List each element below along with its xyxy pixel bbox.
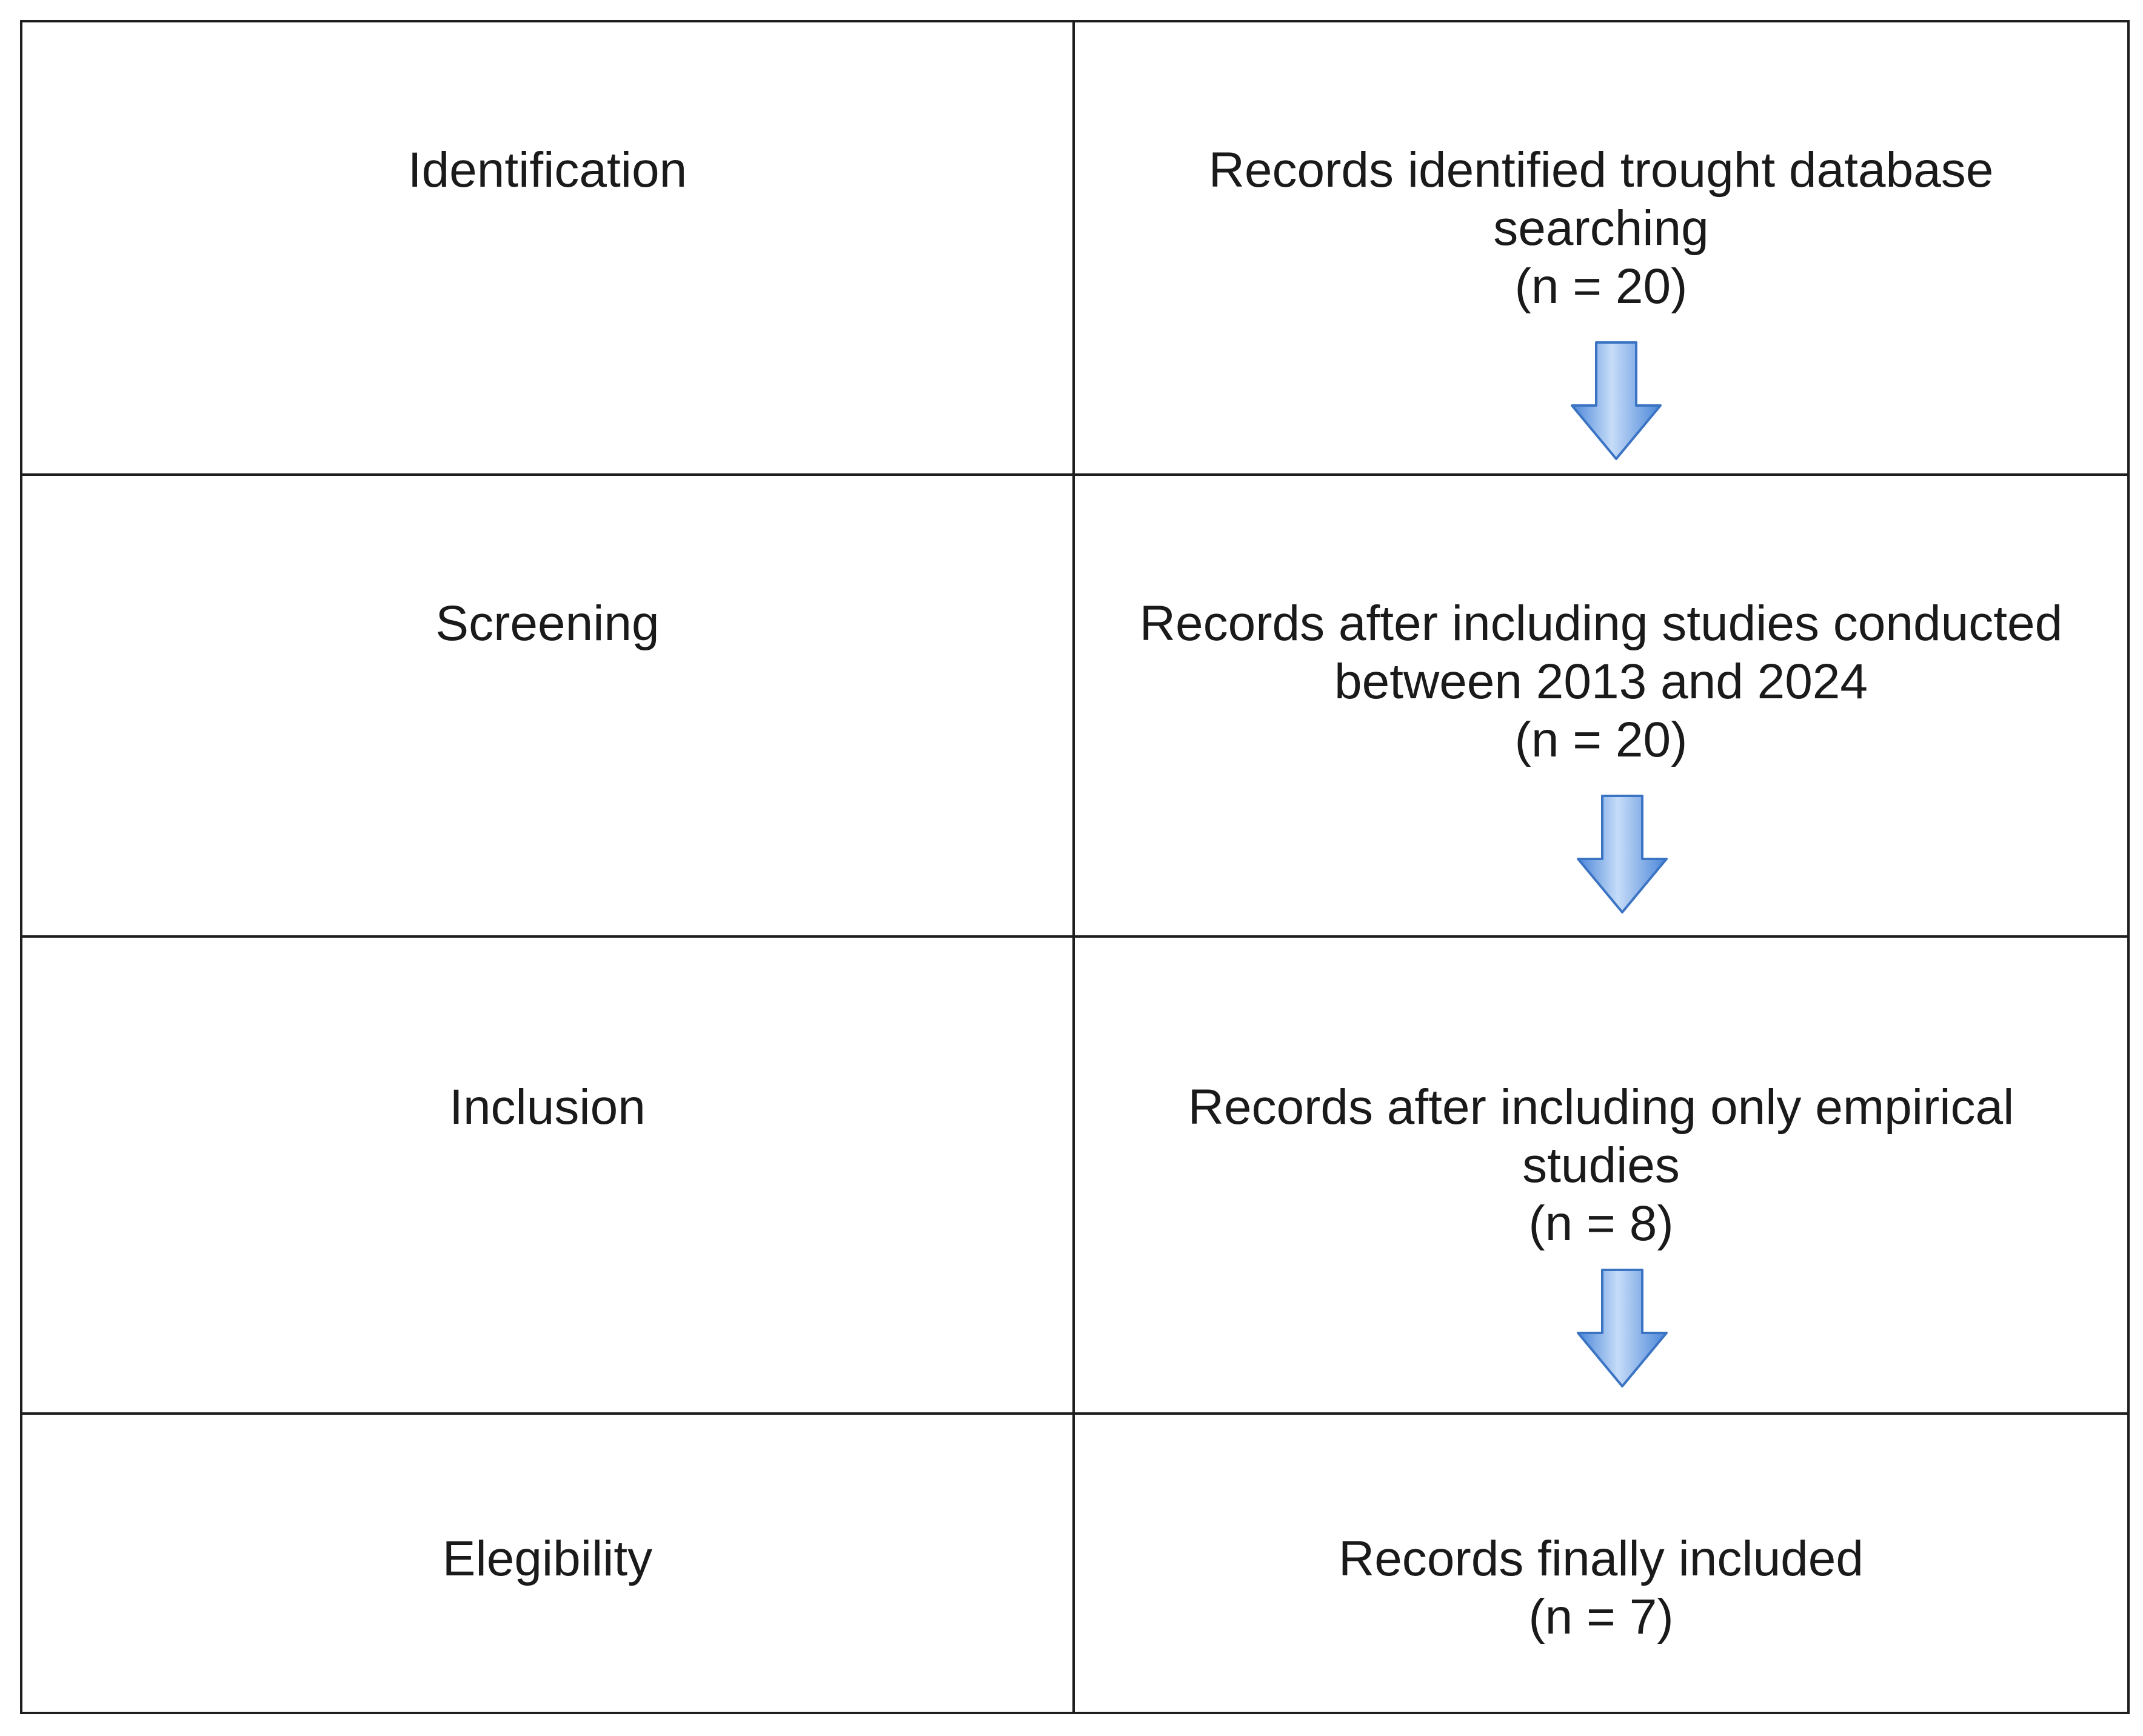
description-line: studies	[1522, 1138, 1680, 1193]
description-cell: Records after including only empirical s…	[1072, 935, 2130, 1415]
description-line: Records after including studies conducte…	[1139, 596, 2063, 651]
description-line: Records after including only empirical	[1188, 1080, 2014, 1135]
flow-table: Identification Records identified trough…	[20, 20, 2130, 1714]
down-arrow-icon	[1577, 795, 1668, 913]
stage-cell: Elegibility	[20, 1412, 1075, 1714]
stage-label-elegibility: Elegibility	[442, 1531, 653, 1586]
table-row: Inclusion Records after including only e…	[20, 935, 2130, 1415]
description-cell: Records after including studies conducte…	[1072, 473, 2130, 938]
stage-cell: Identification	[20, 20, 1075, 476]
stage-label-identification: Identification	[407, 142, 687, 198]
description-elegibility: Records finally included (n = 7)	[1075, 1530, 2127, 1646]
stage-cell: Inclusion	[20, 935, 1075, 1415]
stage-label-inclusion: Inclusion	[449, 1080, 646, 1135]
description-line: (n = 8)	[1528, 1196, 1674, 1251]
description-line: Records identified trought database	[1208, 142, 1994, 198]
description-cell: Records identified trought database sear…	[1072, 20, 2130, 476]
description-line: (n = 20)	[1514, 712, 1688, 767]
down-arrow-icon	[1571, 341, 1662, 460]
description-cell: Records finally included (n = 7)	[1072, 1412, 2130, 1714]
description-line: between 2013 and 2024	[1334, 654, 1868, 709]
description-line: (n = 20)	[1514, 259, 1688, 314]
down-arrow-icon	[1577, 1269, 1668, 1387]
description-identification: Records identified trought database sear…	[1075, 141, 2127, 316]
description-line: (n = 7)	[1528, 1589, 1674, 1644]
description-line: searching	[1493, 201, 1709, 256]
description-inclusion: Records after including only empirical s…	[1075, 1078, 2127, 1253]
table-row: Screening Records after including studie…	[20, 473, 2130, 938]
table-row: Identification Records identified trough…	[20, 20, 2130, 476]
description-screening: Records after including studies conducte…	[1075, 595, 2127, 769]
table-row: Elegibility Records finally included (n …	[20, 1412, 2130, 1714]
description-line: Records finally included	[1338, 1531, 1864, 1586]
stage-cell: Screening	[20, 473, 1075, 938]
stage-label-screening: Screening	[435, 596, 660, 651]
